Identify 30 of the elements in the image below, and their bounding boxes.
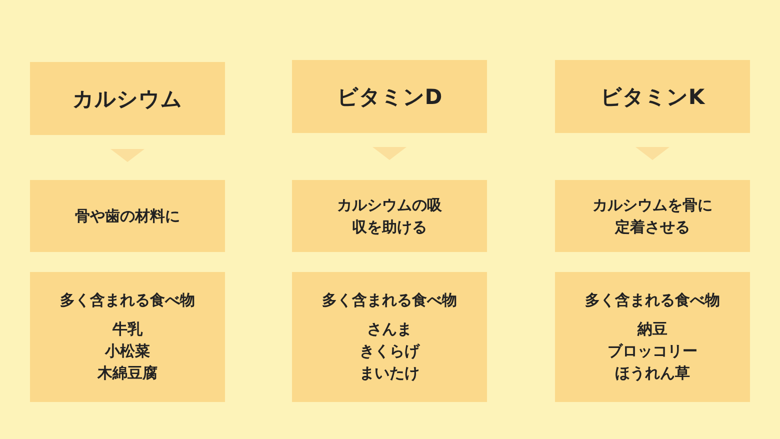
effect-text: カルシウムを骨に定着させる <box>592 195 714 238</box>
food-item: 木綿豆腐 <box>98 362 158 384</box>
chevron-arrow <box>372 147 406 160</box>
food-item: 納豆 <box>638 318 668 340</box>
food-item: きくらげ <box>360 340 420 362</box>
nutrient-box <box>30 62 225 135</box>
chevron-arrow <box>110 149 144 162</box>
food-item: まいたけ <box>360 362 420 384</box>
food-heading: 多く含まれる食べ物 <box>585 290 720 310</box>
effect-box <box>555 180 750 252</box>
nutrient-box <box>555 60 750 133</box>
food-heading: 多く含まれる食べ物 <box>322 290 457 310</box>
food-box <box>555 272 750 402</box>
nutrient-box <box>292 60 487 133</box>
nutrient-name: ビタミンK <box>600 84 705 110</box>
effect-text: 骨や歯の材料に <box>75 206 180 227</box>
food-item: ほうれん草 <box>615 362 690 384</box>
nutrient-name: カルシウム <box>72 86 182 112</box>
food-box <box>30 272 225 402</box>
food-item: さんま <box>367 318 412 340</box>
food-box <box>292 272 487 402</box>
effect-box <box>292 180 487 252</box>
chevron-arrow <box>636 147 670 160</box>
nutrient-name: ビタミンD <box>336 84 442 110</box>
food-item: 小松菜 <box>105 340 150 362</box>
effect-text: カルシウムの吸収を助ける <box>336 195 443 238</box>
food-item: ブロッコリー <box>608 340 698 362</box>
effect-box <box>30 180 225 252</box>
food-item: 牛乳 <box>112 318 142 340</box>
food-heading: 多く含まれる食べ物 <box>60 290 195 310</box>
